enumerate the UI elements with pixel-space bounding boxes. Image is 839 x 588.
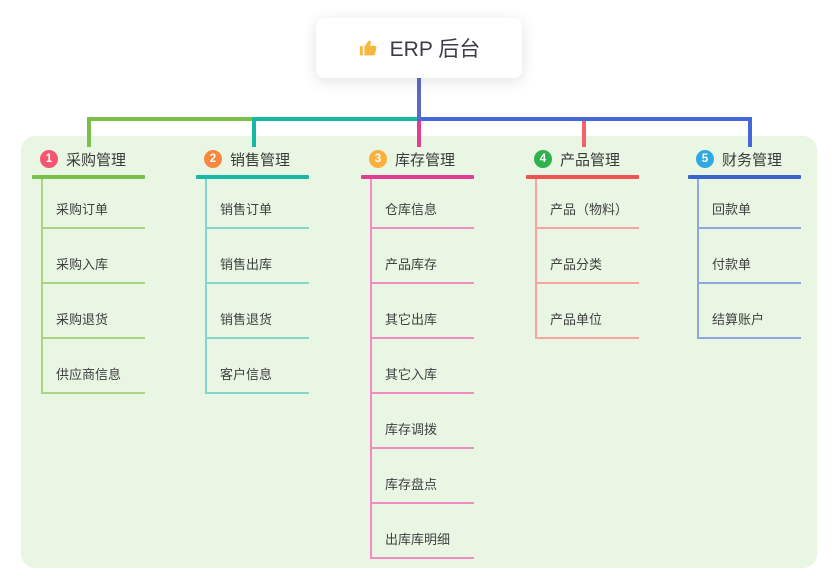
root-node[interactable]: ERP 后台 [316, 18, 522, 78]
branch-header-5[interactable]: 5 财务管理 [688, 148, 801, 170]
child-node[interactable]: 库存盘点 [372, 449, 474, 504]
child-node-label: 产品库存 [385, 257, 438, 272]
junction-segment-mid [252, 117, 417, 121]
branch-drop-line-1 [87, 117, 91, 147]
child-node-label: 销售出库 [220, 257, 273, 272]
branch-children: 仓库信息产品库存其它出库其它入库库存调拨库存盘点出库库明细 [370, 179, 474, 559]
child-node[interactable]: 供应商信息 [43, 339, 145, 394]
branch-label: 财务管理 [722, 151, 783, 169]
branch-number-badge: 4 [534, 150, 552, 168]
branch-children: 产品（物料） 产品分类产品单位 [535, 179, 639, 339]
branch-underline [32, 175, 145, 179]
background-panel [21, 136, 817, 568]
branch-1: 1 采购管理采购订单采购入库采购退货供应商信息 [32, 148, 145, 394]
branch-children: 回款单付款单结算账户 [697, 179, 801, 339]
branch-header-4[interactable]: 4 产品管理 [526, 148, 639, 170]
child-node[interactable]: 其它入库 [372, 339, 474, 394]
child-node[interactable]: 回款单 [699, 179, 801, 229]
child-node[interactable]: 库存调拨 [372, 394, 474, 449]
child-node-label: 销售退货 [220, 312, 273, 327]
child-node[interactable]: 销售退货 [207, 284, 309, 339]
child-node[interactable]: 出库库明细 [372, 504, 474, 559]
branch-5: 5 财务管理回款单付款单结算账户 [688, 148, 801, 339]
branch-underline [526, 175, 639, 179]
child-node[interactable]: 销售订单 [207, 179, 309, 229]
child-node-label: 产品分类 [550, 257, 603, 272]
junction-segment-right [417, 117, 751, 121]
child-node[interactable]: 客户信息 [207, 339, 309, 394]
child-node-label: 销售订单 [220, 202, 273, 217]
child-node[interactable]: 采购入库 [43, 229, 145, 284]
branch-drop-line-3 [417, 117, 421, 147]
child-node-label: 结算账户 [712, 312, 765, 327]
child-node-label: 供应商信息 [56, 367, 122, 382]
child-node[interactable]: 其它出库 [372, 284, 474, 339]
branch-drop-line-5 [748, 117, 752, 147]
branch-underline [196, 175, 309, 179]
child-node[interactable]: 产品（物料） [537, 179, 639, 229]
branch-header-1[interactable]: 1 采购管理 [32, 148, 145, 170]
branch-4: 4 产品管理产品（物料） 产品分类产品单位 [526, 148, 639, 339]
root-node-label: ERP 后台 [389, 38, 481, 61]
branch-children: 采购订单采购入库采购退货供应商信息 [41, 179, 145, 394]
child-node[interactable]: 付款单 [699, 229, 801, 284]
branch-header-2[interactable]: 2 销售管理 [196, 148, 309, 170]
branch-header-3[interactable]: 3 库存管理 [361, 148, 474, 170]
child-node-label: 其它入库 [385, 367, 438, 382]
branch-drop-line-4 [582, 117, 586, 147]
child-node-label: 仓库信息 [385, 202, 438, 217]
branch-label: 采购管理 [66, 151, 127, 169]
branch-underline [361, 175, 474, 179]
branch-label: 库存管理 [395, 151, 456, 169]
child-node-label: 库存盘点 [385, 477, 438, 492]
branch-number-badge: 5 [696, 150, 714, 168]
child-node-label: 客户信息 [220, 367, 273, 382]
branch-number-badge: 3 [369, 150, 387, 168]
child-node-label: 库存调拨 [385, 422, 438, 437]
branch-2: 2 销售管理销售订单销售出库销售退货客户信息 [196, 148, 309, 394]
child-node-label: 采购入库 [56, 257, 109, 272]
child-node-label: 产品单位 [550, 312, 603, 327]
branch-label: 销售管理 [230, 151, 291, 169]
child-node[interactable]: 采购退货 [43, 284, 145, 339]
child-node[interactable]: 结算账户 [699, 284, 801, 339]
branch-children: 销售订单销售出库销售退货客户信息 [205, 179, 309, 394]
child-node-label: 出库库明细 [385, 532, 451, 547]
branch-number-badge: 2 [204, 150, 222, 168]
child-node[interactable]: 仓库信息 [372, 179, 474, 229]
child-node[interactable]: 采购订单 [43, 179, 145, 229]
root-connector-line [417, 78, 421, 121]
child-node-label: 采购退货 [56, 312, 109, 327]
child-node-label: 采购订单 [56, 202, 109, 217]
child-node-label: 其它出库 [385, 312, 438, 327]
child-node[interactable]: 产品库存 [372, 229, 474, 284]
branch-3: 3 库存管理仓库信息产品库存其它出库其它入库库存调拨库存盘点出库库明细 [361, 148, 474, 559]
child-node-label: 产品（物料） [550, 202, 629, 217]
child-node[interactable]: 产品单位 [537, 284, 639, 339]
branch-label: 产品管理 [560, 151, 621, 169]
thumbs-up-icon [358, 37, 380, 59]
branch-underline [688, 175, 801, 179]
child-node[interactable]: 销售出库 [207, 229, 309, 284]
branch-drop-line-2 [252, 117, 256, 147]
child-node-label: 回款单 [712, 202, 752, 217]
branch-number-badge: 1 [40, 150, 58, 168]
child-node-label: 付款单 [712, 257, 752, 272]
child-node[interactable]: 产品分类 [537, 229, 639, 284]
junction-segment-left [87, 117, 252, 121]
